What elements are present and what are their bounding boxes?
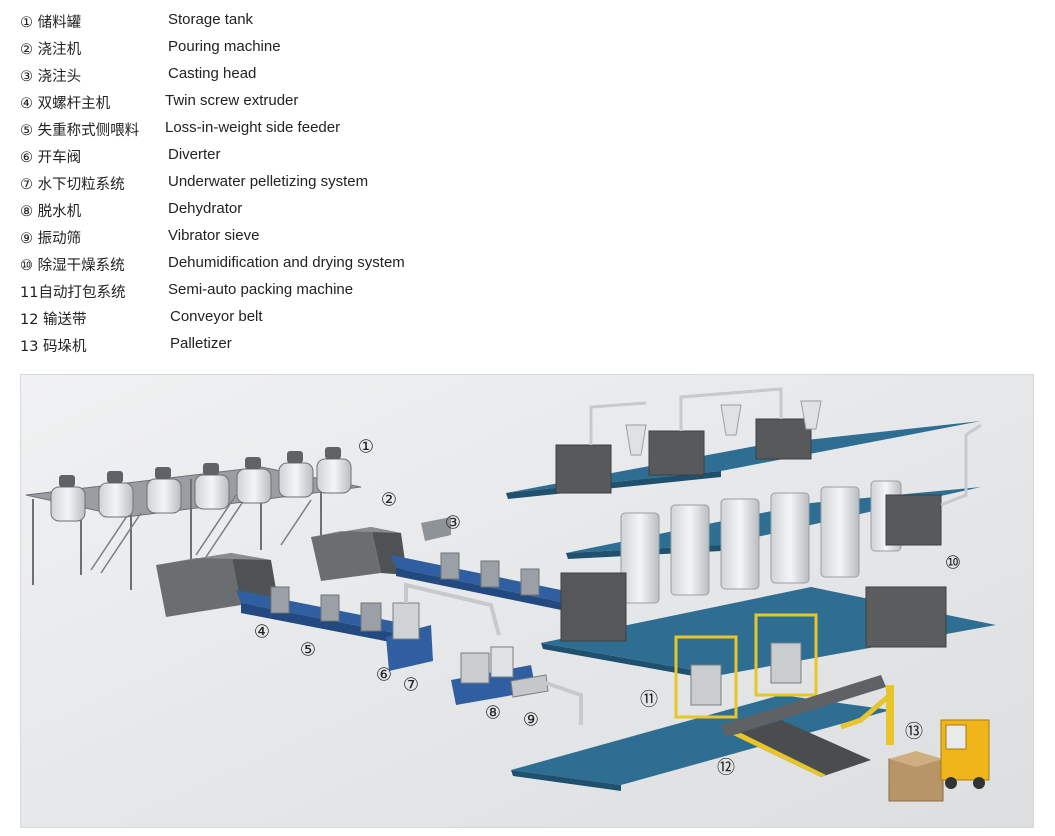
callout-3: ③ — [445, 513, 461, 534]
callout-11: ⑪ — [640, 690, 658, 711]
production-line-svg: ① ② ③ ④ ⑤ ⑥ ⑦ ⑧ ⑨ ⑩ ⑪ ⑫ ⑬ — [21, 375, 1033, 827]
callout-2: ② — [381, 490, 397, 511]
callout-7: ⑦ — [403, 675, 419, 696]
dehydrator-unit — [451, 646, 583, 725]
legend-english-label: Twin screw extruder — [165, 92, 299, 109]
legend-chinese-label: ② 浇注机 — [20, 42, 82, 58]
legend-english-label: Diverter — [168, 146, 221, 163]
legend-english-label: Palletizer — [170, 335, 232, 352]
pelletizing-unit — [386, 582, 501, 671]
callout-9: ⑨ — [523, 710, 539, 731]
packing-machines — [674, 613, 886, 737]
legend-english-label: Dehydrator — [168, 200, 243, 217]
dryer-box-right — [560, 494, 947, 648]
legend-english-label: Semi-auto packing machine — [168, 281, 354, 298]
extruder-line — [236, 517, 566, 647]
legend-english-label: Underwater pelletizing system — [168, 173, 369, 190]
legend-chinese-label: ⑧ 脱水机 — [20, 204, 82, 220]
legend-english-label: Casting head — [168, 65, 257, 82]
legend-chinese-label: ⑦ 水下切粒系统 — [20, 177, 125, 193]
callout-4: ④ — [254, 622, 270, 643]
legend-chinese-label: 13 码垛机 — [20, 339, 87, 355]
dryer-hoppers-top — [555, 387, 822, 494]
legend-chinese-label: ⑨ 振动筛 — [20, 231, 82, 247]
production-line-illustration: ① ② ③ ④ ⑤ ⑥ ⑦ ⑧ ⑨ ⑩ ⑪ ⑫ ⑬ — [20, 374, 1034, 828]
legend-english-label: Dehumidification and drying system — [168, 254, 405, 271]
legend-chinese-label: ⑥ 开车阀 — [20, 150, 82, 166]
legend-chinese-label: ⑤ 失重称式侧喂料 — [20, 123, 140, 139]
callout-5: ⑤ — [300, 640, 316, 661]
callout-6: ⑥ — [376, 665, 392, 686]
callout-8: ⑧ — [485, 703, 501, 724]
storage-tank-structure — [25, 447, 362, 590]
drying-silos — [620, 480, 902, 604]
callout-12: ⑫ — [717, 758, 735, 779]
callout-13: ⑬ — [905, 722, 923, 743]
callout-1: ① — [358, 437, 374, 458]
legend-chinese-label: ① 储料罐 — [20, 15, 82, 31]
legend-english-label: Loss-in-weight side feeder — [165, 119, 341, 136]
legend-chinese-label: 11自动打包系统 — [20, 285, 126, 301]
conveyor-belt — [733, 720, 871, 777]
platform-bottom — [511, 695, 891, 791]
legend-chinese-label: ③ 浇注头 — [20, 69, 82, 85]
legend-chinese-label: 12 输送带 — [20, 312, 87, 328]
callout-10: ⑩ — [945, 553, 961, 574]
legend-chinese-label: ④ 双螺杆主机 — [20, 96, 111, 112]
legend-english-label: Conveyor belt — [170, 308, 263, 325]
legend-english-label: Pouring machine — [168, 38, 281, 55]
palletizer — [840, 685, 990, 802]
legend-english-label: Storage tank — [168, 11, 254, 28]
legend-chinese-label: ⑩ 除湿干燥系统 — [20, 258, 125, 274]
legend-english-label: Vibrator sieve — [168, 227, 260, 244]
return-pipe — [940, 423, 982, 507]
